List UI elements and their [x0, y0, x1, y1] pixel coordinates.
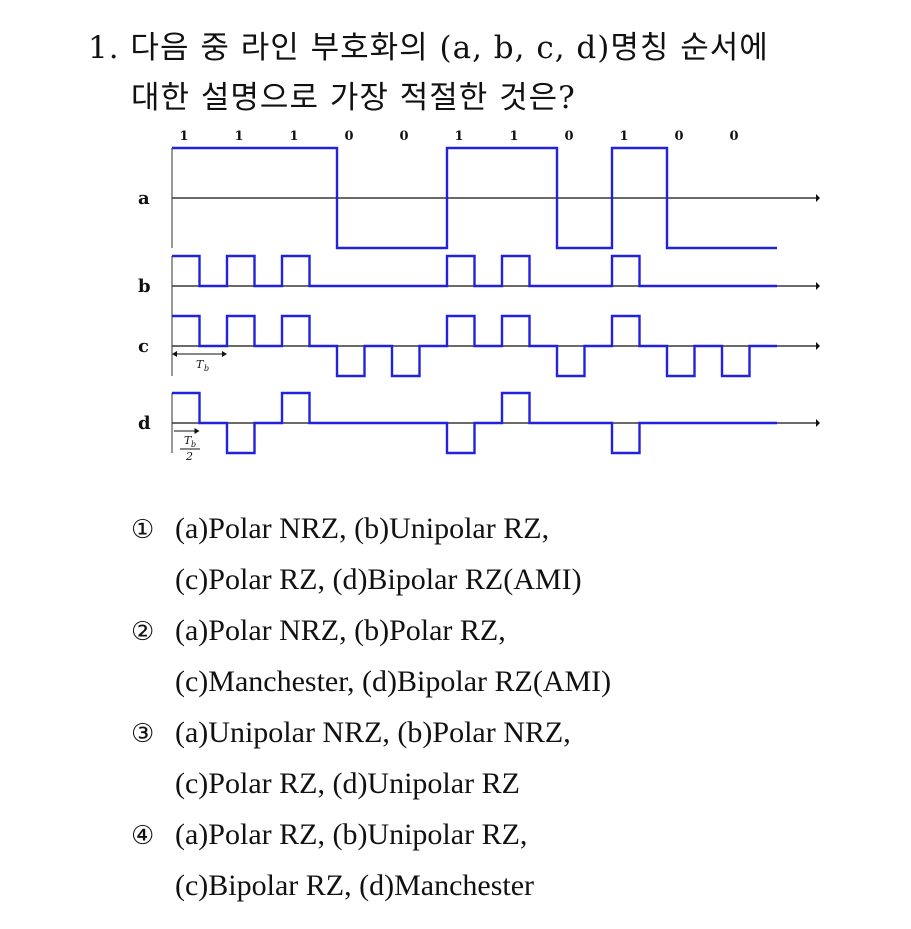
tb-arrowhead-right: [222, 351, 227, 357]
waveform-a: [172, 146, 777, 250]
bit-label: 1: [289, 129, 298, 144]
choice-4-continuation: (c)Bipolar RZ, (d)Manchester: [175, 869, 534, 903]
choice-text-line-1: (a)Polar NRZ, (b)Unipolar RZ,: [175, 512, 550, 545]
bit-label: 1: [179, 129, 188, 144]
choice-number: ③: [131, 719, 155, 749]
tb-subscript: b: [204, 364, 209, 373]
row-label-b: b: [138, 276, 151, 297]
half-tb-denominator: 2: [185, 450, 193, 463]
waveforms: [172, 146, 777, 455]
bit-labels: 1 1 1 0 0 1 1 0 1 0 0: [179, 129, 738, 144]
choice-number: ①: [131, 515, 155, 545]
half-tb-subscript: b: [191, 440, 196, 449]
row-label-a: a: [138, 188, 150, 209]
choice-1[interactable]: ① (a)Polar NRZ, (b)Unipolar RZ,: [131, 512, 549, 546]
bit-label: 1: [234, 129, 243, 144]
choice-number: ②: [131, 617, 155, 647]
axis-arrow: [816, 282, 820, 290]
bit-label: 1: [509, 129, 518, 144]
half-tb-arrowhead: [194, 428, 200, 434]
choice-3[interactable]: ③ (a)Unipolar NRZ, (b)Polar NRZ,: [131, 716, 571, 750]
bit-label: 0: [344, 129, 353, 144]
waveform-c: [172, 314, 777, 378]
choice-number: ④: [131, 821, 155, 851]
choice-2-continuation: (c)Manchester, (d)Bipolar RZ(AMI): [175, 665, 611, 699]
bit-label: 1: [454, 129, 463, 144]
choice-text-line-2: (c)Polar RZ, (d)Bipolar RZ(AMI): [175, 563, 582, 596]
question-line-1: 1. 다음 중 라인 부호화의 (a, b, c, d)명칭 순서에: [88, 30, 769, 66]
row-label-c: c: [138, 336, 149, 357]
bit-label: 0: [399, 129, 408, 144]
row-label-d: d: [138, 413, 151, 434]
choice-4[interactable]: ④ (a)Polar RZ, (b)Unipolar RZ,: [131, 818, 527, 852]
axis-arrow: [816, 419, 820, 427]
axis-arrow: [816, 342, 820, 350]
choice-2[interactable]: ② (a)Polar NRZ, (b)Polar RZ,: [131, 614, 506, 648]
bit-label: 0: [674, 129, 683, 144]
question-line-2: 대한 설명으로 가장 적절한 것은?: [131, 80, 576, 116]
choice-text-line-2: (c)Polar RZ, (d)Unipolar RZ: [175, 767, 520, 800]
row-labels: a b c d: [138, 188, 151, 434]
axis-arrow: [816, 194, 820, 202]
choice-text-line-2: (c)Manchester, (d)Bipolar RZ(AMI): [175, 665, 612, 698]
waveform-b: [172, 254, 777, 288]
choice-text-line-1: (a)Polar NRZ, (b)Polar RZ,: [175, 614, 506, 647]
choice-text-line-1: (a)Unipolar NRZ, (b)Polar NRZ,: [175, 716, 571, 749]
bit-label: 0: [729, 129, 738, 144]
choice-text-line-2: (c)Bipolar RZ, (d)Manchester: [175, 869, 535, 902]
bit-label: 0: [564, 129, 573, 144]
tb-label: T: [196, 358, 205, 371]
choice-text-line-1: (a)Polar RZ, (b)Unipolar RZ,: [175, 818, 528, 851]
bit-label: 1: [619, 129, 628, 144]
choice-1-continuation: (c)Polar RZ, (d)Bipolar RZ(AMI): [175, 563, 582, 597]
axes: [171, 148, 820, 453]
choice-3-continuation: (c)Polar RZ, (d)Unipolar RZ: [175, 767, 520, 801]
tb-arrowhead-left: [172, 351, 177, 357]
waveform-d: [172, 391, 777, 455]
half-tb-numerator: T: [184, 434, 193, 447]
